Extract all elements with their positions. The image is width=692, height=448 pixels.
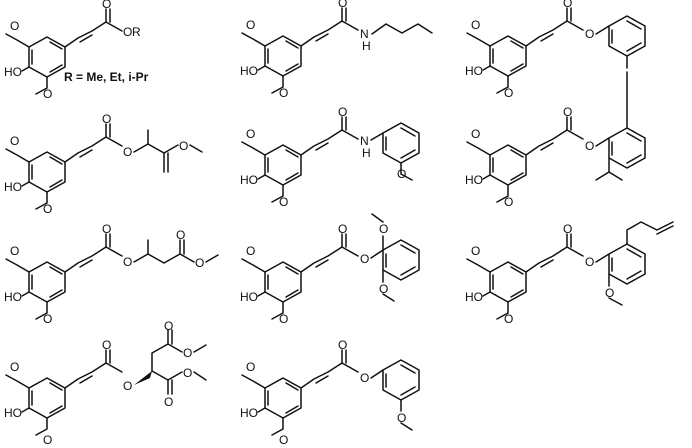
methoxy-o-bottom: O	[43, 202, 52, 216]
carbonyl-oxygen: O	[338, 0, 347, 10]
stereo-wedge-bond	[134, 371, 152, 385]
upper-carbonyl-oxygen: O	[164, 319, 173, 333]
compound-dimethoxyphenyl-ester: O O O O O HO O	[240, 213, 420, 326]
ortho-methoxy-o-bottom: O	[379, 282, 388, 296]
carbonyl-oxygen: O	[338, 105, 347, 119]
compound-guaiacyl-ester: O O O O HO O	[240, 338, 420, 447]
anisole-oxygen: O	[397, 411, 406, 425]
carbonyl-oxygen: O	[563, 105, 572, 119]
methoxy-o-top: O	[246, 360, 255, 374]
methoxy-o-bottom: O	[43, 433, 52, 447]
compound-o-tolyl-ester: O O O HO O	[465, 0, 646, 100]
hydroxy-label: HO	[465, 290, 483, 304]
carbonyl-oxygen: O	[102, 222, 111, 236]
methoxy-o-bottom: O	[504, 312, 513, 326]
methoxy-o-bottom: O	[279, 433, 288, 447]
carbonyl-oxygen: O	[563, 0, 572, 10]
ester-oxygen: O	[123, 145, 132, 159]
ester-oxygen: O	[585, 255, 594, 269]
methoxy-o-top: O	[246, 244, 255, 258]
methoxy-o-top: O	[10, 360, 19, 374]
amide-nitrogen: N	[360, 134, 369, 148]
amide-hydrogen: H	[362, 146, 371, 160]
upper-methyl-ester-oxygen: O	[183, 346, 192, 360]
carbonyl-oxygen: O	[338, 222, 347, 236]
methoxy-o-bottom: O	[504, 195, 513, 209]
methoxy-o-bottom: O	[43, 87, 52, 101]
compound-enol-ether-ester: O O O O HO O	[4, 112, 203, 216]
anisole-oxygen: O	[397, 167, 406, 181]
methoxy-o-bottom: O	[43, 312, 52, 326]
hydroxy-label: HO	[465, 173, 483, 187]
compound-thymyl-ester: O O O HO O	[465, 71, 646, 209]
ester-or-label-o: O	[123, 25, 132, 39]
lower-methyl-ester-oxygen: O	[183, 366, 192, 380]
ether-oxygen: O	[179, 139, 188, 153]
hydroxy-label: HO	[4, 406, 22, 420]
carbonyl-oxygen: O	[102, 338, 111, 352]
hydroxy-label: HO	[240, 290, 258, 304]
hydroxy-label: HO	[4, 180, 22, 194]
r-group-definition: R = Me, Et, i-Pr	[64, 70, 149, 84]
compound-butyl-amide: O N H O HO O	[240, 0, 433, 100]
carbonyl-oxygen: O	[338, 338, 347, 352]
compound-malate-ester: O O O O O O O HO O	[4, 319, 207, 447]
hydroxy-label: HO	[465, 64, 483, 78]
methoxy-o-top: O	[10, 244, 19, 258]
carbonyl-oxygen: O	[563, 222, 572, 236]
methoxy-o-top: O	[10, 134, 19, 148]
methoxy-o-top: O	[471, 18, 480, 32]
methoxy-o-bottom: O	[279, 195, 288, 209]
methoxy-o-bottom: O	[279, 312, 288, 326]
compound-generic-ester: O O R O HO O R = Me, Et, i-Pr	[4, 0, 149, 101]
hydroxy-label: HO	[240, 64, 258, 78]
methoxy-o-top: O	[471, 127, 480, 141]
hydroxy-label: HO	[240, 173, 258, 187]
anisole-oxygen: O	[605, 286, 614, 300]
amide-nitrogen: N	[360, 27, 369, 41]
methoxy-o-top: O	[246, 18, 255, 32]
carbonyl-oxygen: O	[102, 112, 111, 126]
ester-oxygen: O	[360, 252, 369, 266]
ester-oxygen: O	[123, 255, 132, 269]
methoxy-o-top: O	[246, 127, 255, 141]
ester-oxygen: O	[585, 27, 594, 41]
ester-r-group: R	[132, 25, 141, 39]
ortho-methoxy-o-top: O	[379, 222, 388, 236]
hydroxy-label: HO	[240, 406, 258, 420]
methoxy-o-top: O	[471, 244, 480, 258]
compound-butanoate-ester: O O O O O HO O	[4, 222, 219, 326]
hydroxy-label: HO	[4, 290, 22, 304]
ester-oxygen: O	[585, 139, 594, 153]
methoxy-o-top: O	[10, 19, 19, 33]
methoxy-o-bottom: O	[504, 86, 513, 100]
lower-carbonyl-oxygen: O	[164, 395, 173, 409]
compound-anisidine-amide: O N H O O HO O	[240, 105, 420, 209]
hydroxy-label: HO	[4, 65, 22, 79]
amide-hydrogen: H	[362, 39, 371, 53]
methoxy-o-bottom: O	[279, 86, 288, 100]
compound-eugenyl-ester: O O O O HO O	[465, 221, 674, 326]
methyl-ester-oxygen: O	[195, 256, 204, 270]
ester-oxygen: O	[123, 379, 132, 393]
second-carbonyl-oxygen: O	[176, 228, 185, 242]
ester-oxygen: O	[360, 371, 369, 385]
carbonyl-oxygen: O	[102, 0, 111, 11]
